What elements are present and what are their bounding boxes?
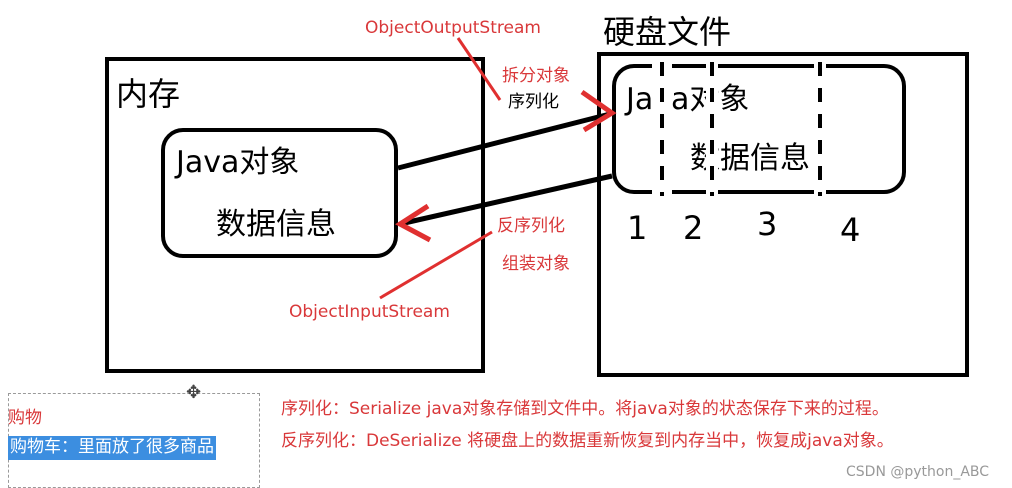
deserialize-label: 反序列化: [497, 216, 565, 236]
memory-object-box: [161, 128, 398, 258]
part-number-1: 1: [627, 209, 648, 247]
memory-box: [105, 57, 485, 373]
part-number-3: 3: [757, 205, 778, 243]
note-deserialize: 反序列化：DeSerialize 将硬盘上的数据重新恢复到内存当中，恢复成jav…: [281, 431, 894, 451]
serialize-arrow-head: [580, 89, 617, 133]
disk-object-box: [612, 64, 906, 194]
output-stream-pointer: [456, 37, 502, 101]
deserialize-arrow-head: [395, 203, 432, 243]
memory-object-line1: Java对象: [176, 145, 300, 180]
split-lines: [660, 62, 822, 196]
split-gap-3: [814, 58, 826, 200]
watermark: CSDN @python_ABC: [846, 464, 990, 480]
note-serialize: 序列化：Serialize java对象存储到文件中。将java对象的状态保存下…: [281, 399, 889, 419]
part-number-4: 4: [840, 211, 861, 249]
memory-object-line2: 数据信息: [216, 207, 336, 242]
editor-line1[interactable]: 购物: [8, 408, 42, 428]
editor-line2-selected[interactable]: 购物车：里面放了很多商品: [8, 436, 216, 460]
serialize-label: 序列化: [508, 92, 559, 112]
memory-title: 内存: [116, 75, 181, 113]
assemble-label: 组装对象: [502, 254, 570, 274]
split-gap-1: [652, 58, 672, 200]
input-stream-label: ObjectInputStream: [289, 302, 450, 322]
disk-box: [597, 52, 969, 377]
input-stream-pointer: [379, 230, 493, 300]
disk-title: 硬盘文件: [603, 13, 732, 51]
serialize-arrow-line: [397, 111, 611, 171]
deserialize-arrow-line: [399, 173, 613, 227]
split-gap-2: [706, 58, 718, 200]
part-number-2: 2: [683, 209, 704, 247]
output-stream-label: ObjectOutputStream: [365, 18, 541, 38]
move-handle-icon[interactable]: ✥: [186, 382, 202, 403]
split-label: 拆分对象: [502, 66, 570, 86]
disk-object-line1: Java对象: [626, 82, 750, 117]
